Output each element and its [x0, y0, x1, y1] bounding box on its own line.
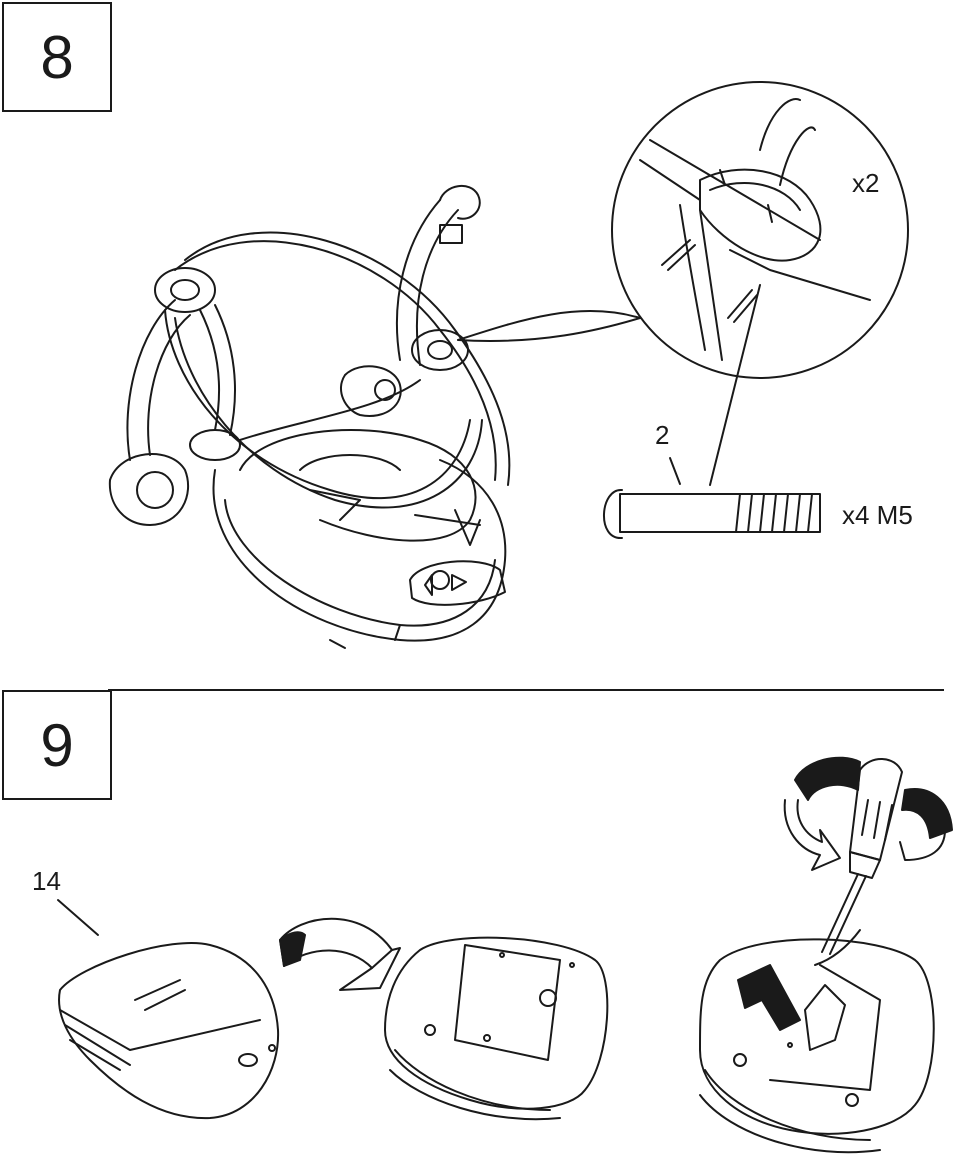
screwdriver-icon: [822, 759, 902, 954]
part-14-leader: [58, 900, 98, 935]
step-number-box-9: 9: [2, 690, 112, 800]
screw-spec-label: x4 M5: [842, 500, 913, 530]
step-number-9: 9: [40, 711, 74, 779]
swing-frame-illustration: [110, 186, 510, 648]
m5-screw-drawing: [604, 458, 820, 538]
battery-cover-illustration: [59, 943, 278, 1118]
remove-arrow-icon: [738, 965, 800, 1030]
rotate-arrows-icon: [785, 758, 952, 870]
detail-callout-magnifier: [458, 82, 908, 485]
step-divider: [108, 689, 944, 691]
battery-cover-part-number-label: 14: [32, 866, 61, 896]
base-with-screwdriver: [700, 930, 934, 1152]
detail-quantity-label: x2: [852, 168, 880, 198]
step-number-box-8: 8: [2, 2, 112, 112]
screw-part-number-label: 2: [655, 420, 670, 450]
flip-arrow-icon: [280, 919, 400, 990]
swing-base-underside: [385, 938, 607, 1120]
step-number-8: 8: [40, 23, 74, 91]
